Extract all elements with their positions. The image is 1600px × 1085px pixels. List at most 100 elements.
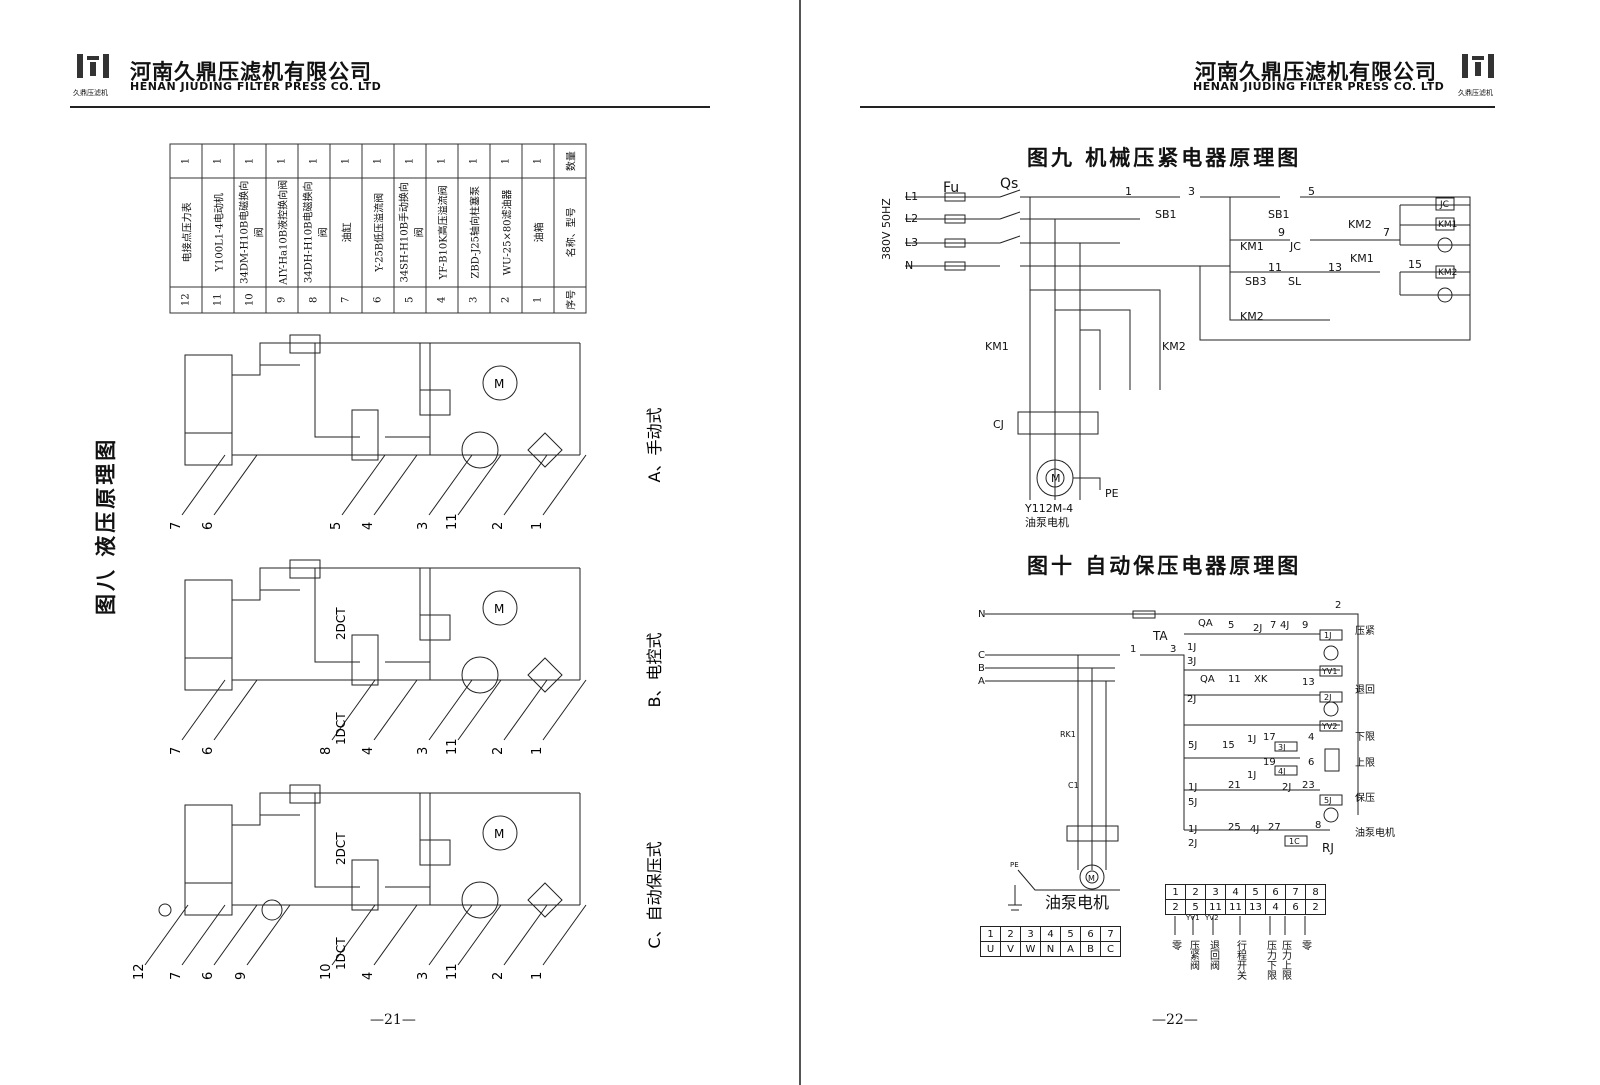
pump-symbol: [461, 431, 499, 469]
pe: PE: [1010, 861, 1019, 869]
sb1-b: SB1: [1268, 208, 1290, 221]
part-callout: 2: [491, 747, 506, 755]
5j: 5J: [1188, 740, 1197, 751]
part-callout: 4: [361, 747, 376, 755]
node-23: 23: [1302, 780, 1315, 791]
terminal-cell: 1: [1165, 884, 1186, 900]
motor-label: M: [494, 827, 504, 841]
3j: 3J: [1187, 656, 1196, 667]
logo-text-right: 久鼎压滤机: [1458, 89, 1493, 97]
pump-symbol: [461, 656, 499, 694]
sb1-a: SB1: [1155, 208, 1177, 221]
rj: RJ: [1322, 841, 1334, 855]
side-label-lower: 下限: [1355, 731, 1375, 743]
logo-text: 久鼎压滤机: [73, 89, 108, 97]
part-callout: 1: [530, 747, 545, 755]
company-name-cn-right: 河南久鼎压滤机有限公司: [1195, 60, 1437, 84]
terminal-cell: 5: [1185, 899, 1206, 915]
side-label-upper: 上限: [1355, 757, 1375, 769]
terminal-cell: 7: [1285, 884, 1306, 900]
jc-contact: JC: [1289, 240, 1301, 253]
terminal-cell: U: [980, 941, 1001, 957]
coil-2j: 2J: [1324, 693, 1331, 702]
node-9: 9: [1302, 620, 1308, 631]
part-callout: 6: [201, 522, 216, 530]
motor-symbol: [482, 815, 518, 851]
coil-3j: 3J: [1278, 743, 1285, 752]
tag-yv2: YV2: [1204, 914, 1219, 922]
header-rule-right: [860, 106, 1495, 108]
part-callout: 3: [416, 522, 431, 530]
motor-name: 油泵电机: [1025, 515, 1069, 529]
coil-jc: JC: [1439, 200, 1449, 210]
part-callout: 11: [445, 513, 460, 530]
node-13: 13: [1328, 261, 1342, 274]
part-callout: 11: [445, 963, 460, 980]
terminal-cell: 2: [1185, 884, 1206, 900]
part-callout: 3: [416, 747, 431, 755]
hydraulic-panel: [184, 334, 581, 469]
part-callout: 2: [491, 522, 506, 530]
2j-c: 2J: [1282, 782, 1291, 793]
part-callout: 4: [361, 972, 376, 980]
terminal-cell: 11: [1205, 899, 1226, 915]
node-5: 5: [1228, 620, 1234, 631]
node-15: 15: [1408, 258, 1422, 271]
terminal-cell: 6: [1285, 899, 1306, 915]
terminal-cell: 6: [1080, 926, 1101, 942]
motor-symbol: [482, 590, 518, 626]
node-27: 27: [1268, 822, 1281, 833]
terminal-cell: 4: [1040, 926, 1061, 942]
solenoid-label: 1DCT: [334, 937, 348, 970]
part-callout: 6: [201, 972, 216, 980]
part-callout: 3: [416, 972, 431, 980]
node-3: 3: [1188, 185, 1195, 198]
terminal-cell: 3: [1020, 926, 1041, 942]
node-13: 13: [1302, 677, 1315, 688]
part-callout: 8: [319, 747, 334, 755]
company-name-en-right: HENAN JIUDING FILTER PRESS CO. LTD: [1193, 80, 1445, 93]
terminal-cell: 1: [980, 926, 1001, 942]
line-l3: L3: [905, 236, 918, 249]
node-11: 11: [1268, 261, 1282, 274]
terminal-cell: 8: [1305, 884, 1326, 900]
hydraulic-panel: [184, 559, 581, 694]
part-callout: 7: [169, 522, 184, 530]
pressure-gauge-symbol: [158, 903, 172, 917]
km2-c: KM2: [1162, 340, 1186, 353]
node-2: 2: [1335, 600, 1341, 611]
motor-m: M: [1088, 874, 1095, 883]
km2-a: KM2: [1348, 218, 1372, 231]
2j-b: 2J: [1187, 694, 1196, 705]
terminal-cell: 5: [1060, 926, 1081, 942]
5j-b: 5J: [1188, 797, 1197, 808]
side-label-motor: 油泵电机: [1355, 826, 1395, 839]
node-1: 1: [1125, 185, 1132, 198]
ta: TA: [1152, 629, 1168, 643]
yv2: YV2: [1321, 722, 1337, 731]
km1-c: KM1: [985, 340, 1009, 353]
qa-1: QA: [1198, 618, 1213, 629]
line-n: N: [905, 259, 913, 272]
node-4: 4: [1308, 732, 1314, 743]
phase-a: A: [978, 676, 985, 687]
part-callout: 1: [530, 972, 545, 980]
part-callout: 5: [329, 522, 344, 530]
terminal-cell: V: [1000, 941, 1021, 957]
part-callout: 7: [169, 747, 184, 755]
fuse-label: Fu: [943, 180, 959, 196]
2j-a: 2J: [1253, 623, 1262, 634]
terminal-cell: 4: [1265, 899, 1286, 915]
part-callout: 6: [201, 747, 216, 755]
qs-label: Qs: [1000, 176, 1018, 192]
terminal-caption: 退回阀: [1208, 940, 1220, 971]
pe: PE: [1105, 487, 1119, 500]
yv1: YV1: [1321, 667, 1337, 676]
part-callout: 12: [132, 963, 147, 980]
km1-a: KM1: [1240, 240, 1264, 253]
terminal-cell: 3: [1205, 884, 1226, 900]
page-number-right: —22—: [1152, 1012, 1198, 1028]
coil-km1: KM1: [1438, 220, 1457, 230]
